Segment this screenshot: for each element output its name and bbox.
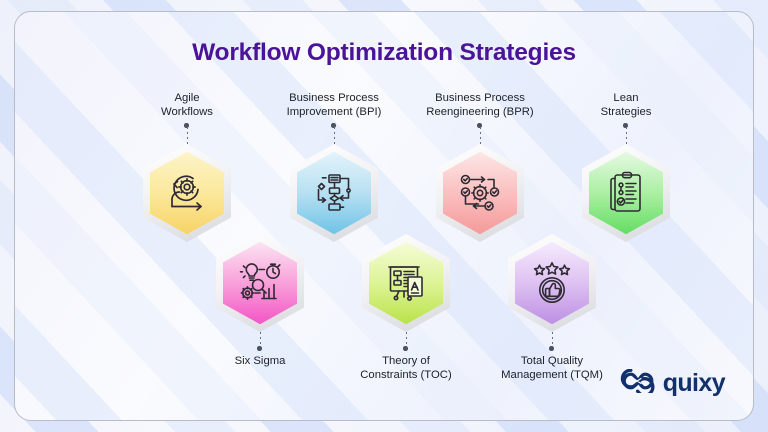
connector-dot (403, 346, 408, 351)
label-line-1: Agile (174, 92, 200, 104)
label-line-1: Business Process (289, 92, 379, 104)
agile-loop-gear-icon (143, 144, 231, 242)
connector-line (186, 127, 189, 145)
connector-line (333, 127, 336, 145)
connector-line (405, 332, 408, 347)
label-line-2: Strategies (600, 105, 652, 118)
connector-line (259, 332, 262, 347)
node-label-business-process-reengineering: Business Process Reengineering (BPR) (400, 92, 560, 119)
hexagon-business-process-reengineering[interactable] (436, 144, 524, 242)
hexagon-agile-workflows[interactable] (143, 144, 231, 242)
label-line-1: Total Quality (520, 355, 584, 367)
node-label-agile-workflows: Agile Workflows (107, 92, 267, 119)
label-line-1: Business Process (435, 92, 525, 104)
label-line-1: Theory of (382, 355, 430, 367)
infographic-card: Workflow Optimization Strategies Agile W… (14, 11, 754, 421)
label-line-1: Six Sigma (234, 355, 286, 367)
page-title: Workflow Optimization Strategies (192, 39, 576, 66)
label-line-1: Lean (613, 92, 639, 104)
presentation-board-icon (362, 234, 450, 332)
connector-dot (184, 123, 189, 128)
node-label-total-quality-management: Total Quality Management (TQM) (472, 355, 632, 382)
hexagon-fill (443, 151, 517, 235)
connector-line (625, 127, 628, 145)
clipboard-checklist-icon (582, 144, 670, 242)
label-line-2: Workflows (161, 105, 213, 118)
connector-dot (477, 123, 482, 128)
node-label-business-process-improvement: Business Process Improvement (BPI) (254, 92, 414, 119)
gear-process-check-icon (436, 144, 524, 242)
connector-dot (623, 123, 628, 128)
stars-thumbsup-icon (508, 234, 596, 332)
connector-line (479, 127, 482, 145)
hexagon-six-sigma[interactable] (216, 234, 304, 332)
label-line-2: Constraints (TOC) (360, 368, 452, 381)
connector-dot (331, 123, 336, 128)
label-line-2: Management (TQM) (501, 368, 603, 381)
hexagon-theory-of-constraints[interactable] (362, 234, 450, 332)
node-label-lean-strategies: Lean Strategies (546, 92, 706, 119)
flowchart-icon (290, 144, 378, 242)
node-label-theory-of-constraints: Theory of Constraints (TOC) (326, 355, 486, 382)
brand-logo[interactable]: quixy (620, 368, 726, 398)
node-label-six-sigma: Six Sigma (180, 355, 340, 369)
label-line-2: Reengineering (BPR) (426, 105, 534, 118)
bulb-magnifier-stopwatch-chart-icon (216, 234, 304, 332)
connector-line (551, 332, 554, 347)
connector-dot (257, 346, 262, 351)
label-line-2: Improvement (BPI) (286, 105, 382, 118)
brand-name: quixy (662, 369, 726, 397)
hexagon-business-process-improvement[interactable] (290, 144, 378, 242)
connector-dot (549, 346, 554, 351)
infinity-knot-icon (620, 368, 656, 398)
hexagon-total-quality-management[interactable] (508, 234, 596, 332)
hexagon-lean-strategies[interactable] (582, 144, 670, 242)
